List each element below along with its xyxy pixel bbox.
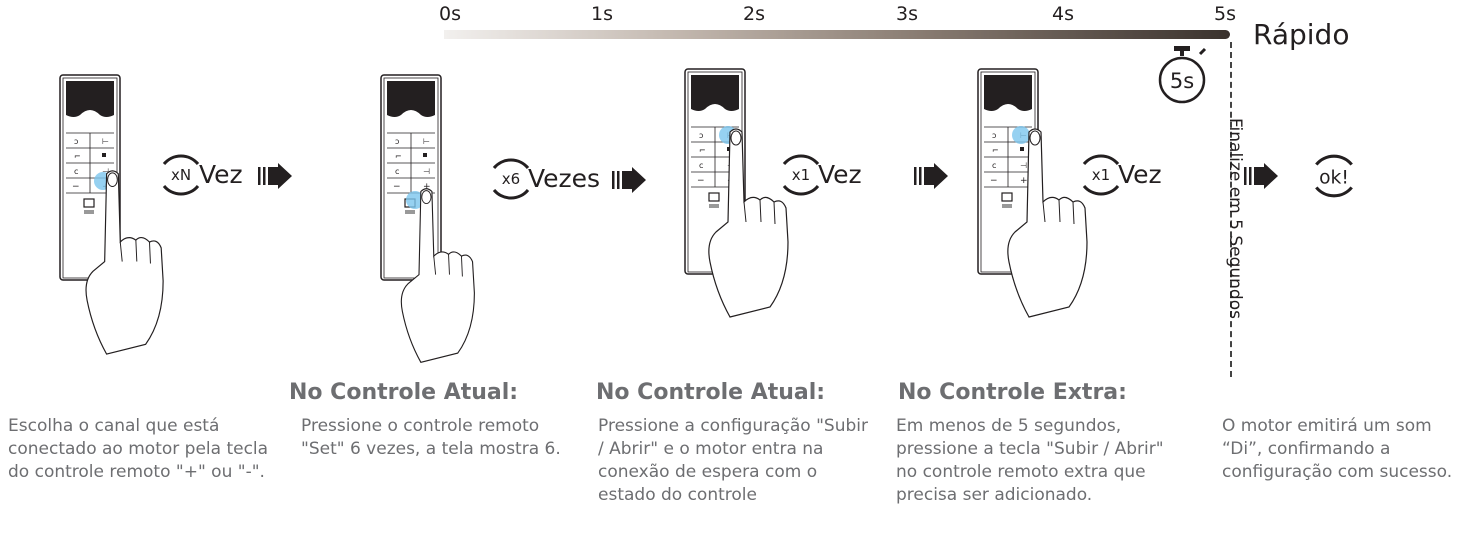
count-prefix: x1 — [1092, 166, 1110, 184]
fast-label: Rápido — [1253, 18, 1350, 51]
count-word: Vezes — [528, 164, 601, 193]
count-prefix: xN — [171, 166, 191, 184]
remote-control-icon — [380, 74, 442, 281]
finish-instruction: Finalize em 5 Segundos — [1225, 118, 1245, 319]
pointing-hand-icon — [400, 188, 475, 363]
step-title: No Controle Atual: — [289, 380, 519, 405]
success-label: ok! — [1319, 167, 1349, 188]
right-arrow-icon — [1244, 163, 1278, 189]
press-count-circle-icon: x1 — [1082, 154, 1120, 196]
count-word: Vez — [1118, 160, 1162, 189]
timer-label: 5s — [1170, 69, 1194, 93]
right-arrow-icon — [914, 163, 948, 189]
right-arrow-icon — [258, 163, 292, 189]
tick-label-3s: 3s — [896, 3, 918, 25]
tick-label-4s: 4s — [1052, 3, 1074, 25]
count-prefix: x6 — [502, 170, 520, 188]
press-count-circle-icon: xN — [162, 154, 200, 196]
count-prefix: x1 — [792, 166, 810, 184]
tick-label-1s: 1s — [591, 3, 613, 25]
remote-control-icon — [977, 68, 1039, 275]
time-gradient-bar — [444, 30, 1230, 39]
count-word: Vez — [199, 160, 243, 189]
stopwatch-icon: 5s — [1158, 46, 1207, 104]
press-count-circle-icon: x6 — [492, 158, 530, 200]
right-arrow-icon — [612, 167, 646, 193]
count-word: Vez — [818, 160, 862, 189]
step-title: No Controle Atual: — [596, 380, 826, 405]
step-description: Pressione a configuração "Subir / Abrir"… — [598, 416, 868, 505]
step-title: No Controle Extra: — [898, 380, 1127, 405]
tick-label-0s: 0s — [439, 3, 461, 25]
tick-label-2s: 2s — [743, 3, 765, 25]
deadline-dashed-line — [1230, 42, 1232, 377]
step-description: Pressione o controle remoto "Set" 6 veze… — [301, 416, 561, 459]
success-circle-icon: ok! — [1315, 154, 1353, 198]
step-description: Em menos de 5 segundos, pressione a tecl… — [896, 416, 1164, 505]
tick-label-5s: 5s — [1214, 3, 1236, 25]
press-count-circle-icon: x1 — [782, 154, 820, 196]
step-description: Escolha o canal que está conectado ao mo… — [8, 416, 269, 482]
step-description: O motor emitirá um som “Di”, confirmando… — [1222, 416, 1453, 482]
